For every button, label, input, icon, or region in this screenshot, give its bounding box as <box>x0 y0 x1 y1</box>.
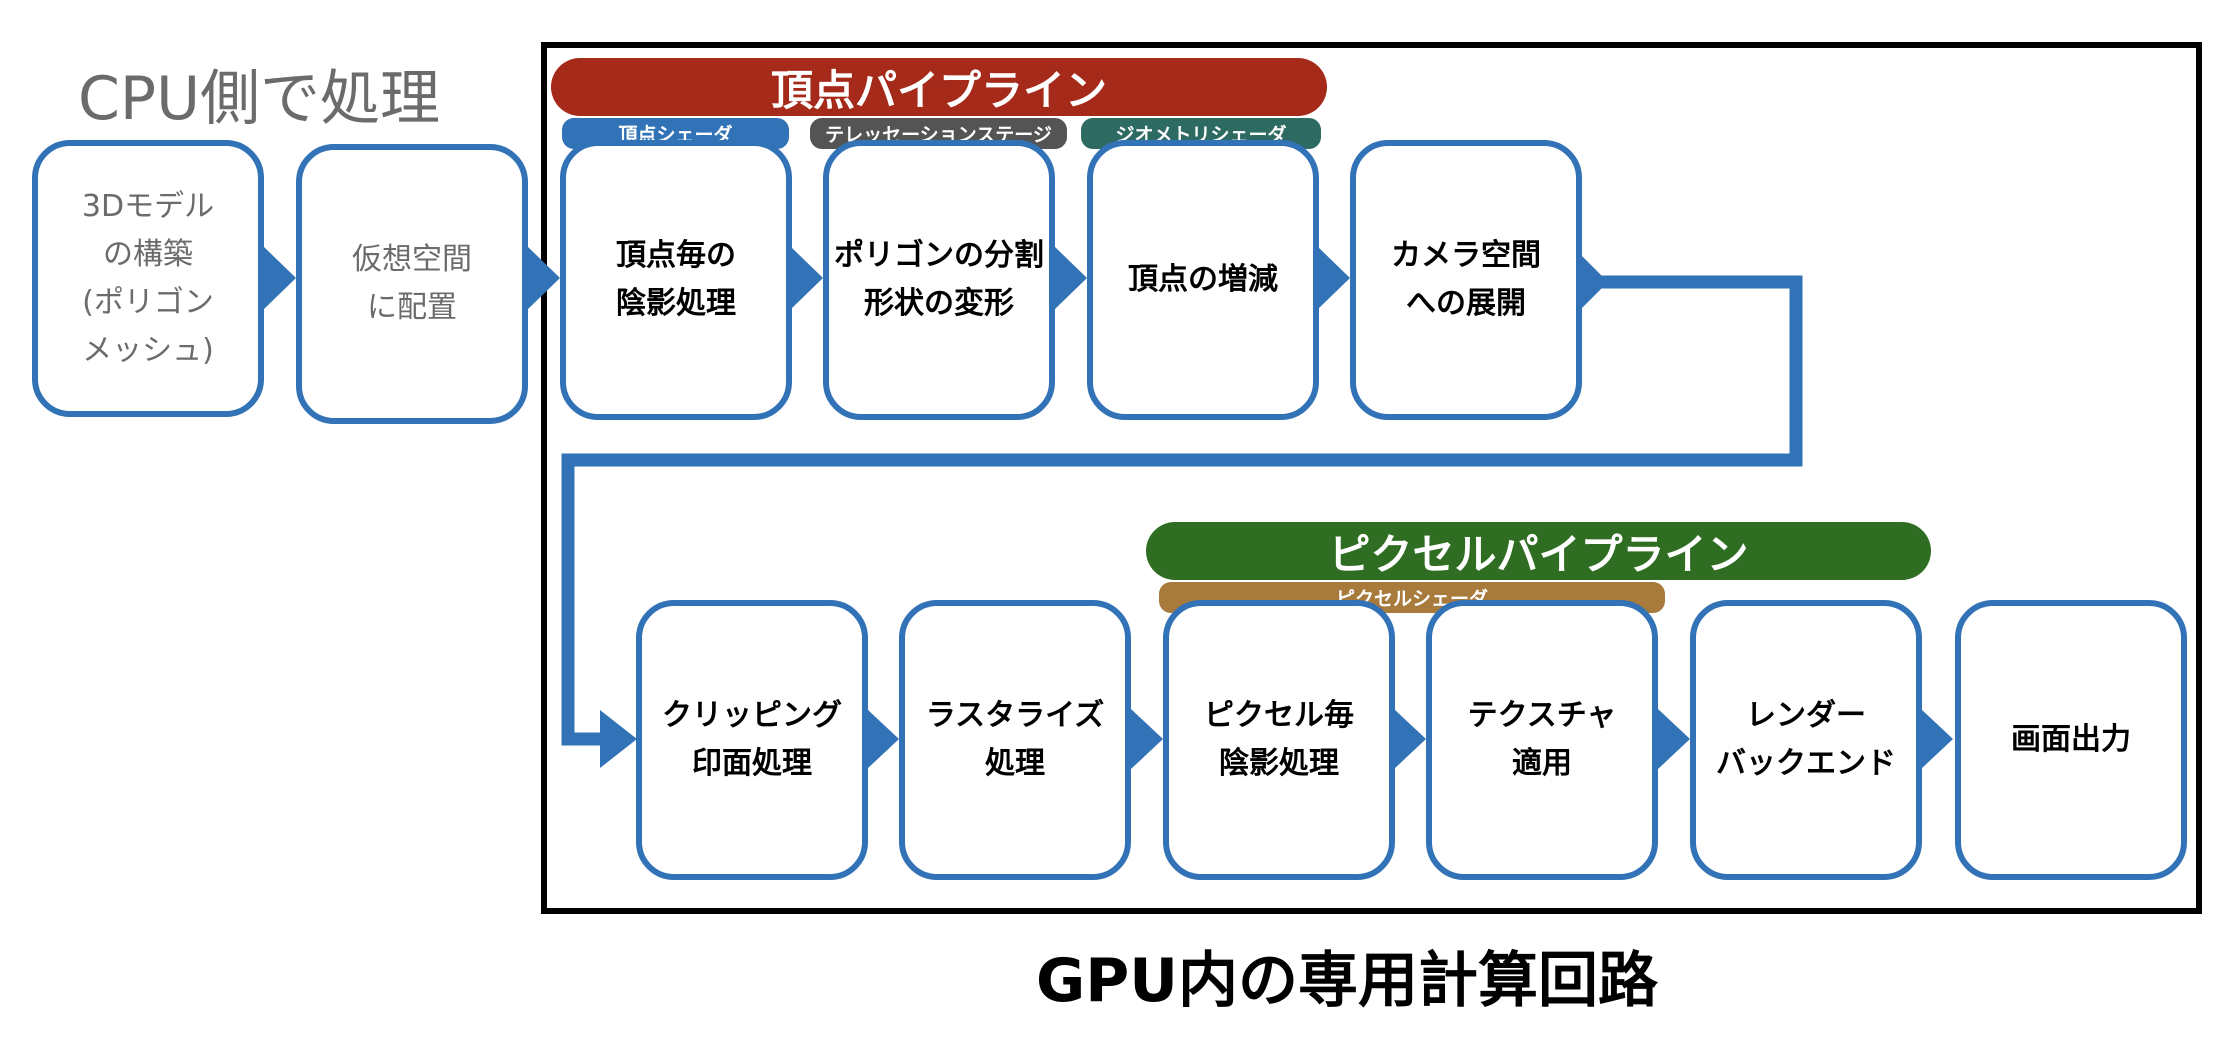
pixel-box-screen-output: 画面出力 <box>1955 600 2187 880</box>
pixel-box-clipping-label: クリッピング 印面処理 <box>662 698 842 781</box>
vertex-box-per-vertex-shading: 頂点毎の 陰影処理 <box>560 140 792 420</box>
cpu-box-scene-placement: 仮想空間 に配置 <box>296 144 528 424</box>
pixel-box-clipping: クリッピング 印面処理 <box>636 600 868 880</box>
gpu-side-label: GPU内の専用計算回路 <box>1036 946 1658 1016</box>
arrow-6 <box>867 709 899 769</box>
loop-arrow-start <box>1582 256 1608 308</box>
arrow-3 <box>791 247 823 309</box>
vertex-box-tessellation: ポリゴンの分割 形状の変形 <box>823 140 1055 420</box>
cpu-side-label: CPU側で処理 <box>78 64 440 134</box>
pixel-box-texture: テクスチャ 適用 <box>1426 600 1658 880</box>
cpu-box-scene-placement-label: 仮想空間 に配置 <box>352 242 472 325</box>
vertex-box-per-vertex-shading-label: 頂点毎の 陰影処理 <box>616 238 736 321</box>
gpu-boundary-frame <box>541 42 2202 914</box>
vertex-box-geometry-label: 頂点の増減 <box>1128 262 1278 297</box>
pixel-pipeline-banner: ピクセルパイプライン <box>1146 522 1931 580</box>
arrow-4 <box>1055 247 1087 309</box>
pixel-box-texture-label: テクスチャ 適用 <box>1467 698 1617 781</box>
vertex-box-tessellation-label: ポリゴンの分割 形状の変形 <box>834 238 1044 321</box>
arrow-1 <box>264 247 296 309</box>
pixel-box-per-pixel-shading: ピクセル毎 陰影処理 <box>1163 600 1395 880</box>
cpu-box-model-build: 3Dモデル の構築 (ポリゴン メッシュ) <box>32 140 264 417</box>
pixel-box-per-pixel-shading-label: ピクセル毎 陰影処理 <box>1204 698 1354 781</box>
vertex-pipeline-banner: 頂点パイプライン <box>551 58 1327 116</box>
arrow-10 <box>1921 709 1953 769</box>
loop-arrow-end <box>600 710 637 768</box>
loop-connector <box>561 275 1803 746</box>
vertex-box-camera-space-label: カメラ空間 への展開 <box>1391 238 1541 321</box>
pixel-box-screen-output-label: 画面出力 <box>2011 722 2131 757</box>
pixel-box-rasterize: ラスタライズ 処理 <box>899 600 1131 880</box>
arrow-7 <box>1131 709 1163 769</box>
pixel-box-render-backend-label: レンダー バックエンド <box>1716 698 1896 781</box>
arrow-2 <box>528 247 560 309</box>
pixel-box-render-backend: レンダー バックエンド <box>1690 600 1922 880</box>
vertex-box-geometry: 頂点の増減 <box>1087 140 1319 420</box>
pixel-box-rasterize-label: ラスタライズ 処理 <box>925 698 1105 781</box>
vertex-box-camera-space: カメラ空間 への展開 <box>1350 140 1582 420</box>
cpu-box-model-build-label: 3Dモデル の構築 (ポリゴン メッシュ) <box>81 188 215 368</box>
arrow-5 <box>1318 247 1350 309</box>
arrow-9 <box>1658 709 1690 769</box>
arrow-8 <box>1394 709 1426 769</box>
